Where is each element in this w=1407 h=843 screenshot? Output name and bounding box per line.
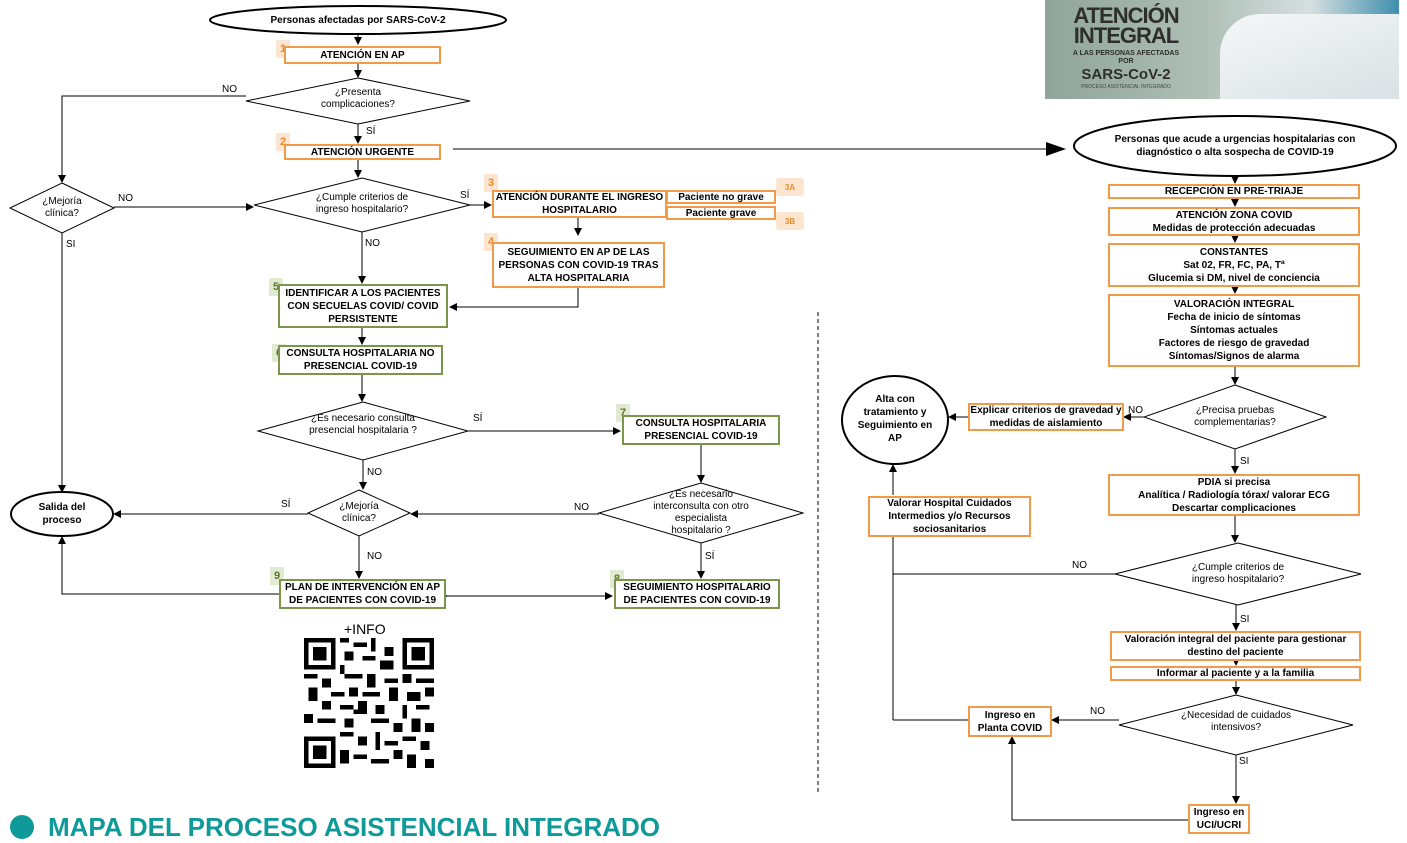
step-atencion-urgente: ATENCIÓN URGENTE (284, 144, 441, 160)
banner-line-1: ATENCIÓN (1073, 3, 1179, 28)
label-no: NO (1072, 560, 1087, 571)
more-info-label: +INFO (344, 621, 386, 637)
valoracion-alarma: Síntomas/Signos de alarma (1168, 351, 1300, 362)
decision-mejoria-clinica-1: ¿Mejoría clínica? (42, 196, 82, 219)
tag-3b: 3B (776, 212, 804, 230)
step-ingreso-hospitalario: ATENCIÓN DURANTE EL INGRESO HOSPITALARIO (492, 190, 667, 218)
decision-pruebas-complementarias: ¿Precisa pruebas complementarias? (1194, 405, 1276, 428)
label-no: NO (222, 84, 237, 95)
step-valorar-cuidados-intermedios: Valorar Hospital Cuidados Intermedios y/… (868, 496, 1031, 537)
label-no: NO (1090, 706, 1105, 717)
step-explicar-criterios: Explicar criterios de gravedad y medidas… (968, 403, 1124, 431)
decision-cuidados-intensivos: ¿Necesidad de cuidados intensivos? (1180, 710, 1292, 733)
step-consulta-no-presencial: CONSULTA HOSPITALARIA NO PRESENCIAL COVI… (278, 345, 443, 375)
end-salida-proceso: Salida del proceso (38, 502, 86, 526)
constantes-title: CONSTANTES (1199, 246, 1269, 258)
label-si: SI (1239, 756, 1249, 767)
step-paciente-grave: Paciente grave (666, 206, 776, 220)
step-seguimiento-ap: SEGUIMIENTO EN AP DE LAS PERSONAS CON CO… (492, 242, 665, 288)
valoracion-factores: Factores de riesgo de gravedad (1158, 338, 1310, 349)
step-consulta-presencial: CONSULTA HOSPITALARIA PRESENCIAL COVID-1… (622, 415, 780, 445)
step-identificar-secuelas: IDENTIFICAR A LOS PACIENTES CON SECUELAS… (278, 284, 448, 328)
decision-interconsulta: ¿Es necesario interconsulta con otro esp… (653, 489, 749, 536)
constantes-vitals: Sat 02, FR, FC, PA, Tª (1183, 259, 1285, 271)
step-pdia: PDIA si precisa Analítica / Radiología t… (1108, 474, 1360, 516)
banner-process: PROCESO ASISTENCIAL INTEGRADO (1081, 84, 1171, 90)
start-oval-left: Personas afectadas por SARS-CoV-2 (270, 14, 446, 26)
label-si: SÍ (473, 413, 483, 424)
decision-complicaciones: ¿Presenta complicaciones? (321, 87, 395, 110)
label-no: NO (574, 502, 589, 513)
label-si: SI (1240, 614, 1250, 625)
step-informar-familia: Informar al paciente y a la familia (1110, 666, 1361, 681)
label-no: NO (367, 551, 382, 562)
banner-subtitle: A LAS PERSONAS AFECTADAS POR (1072, 50, 1180, 65)
banner-mask-image (1220, 14, 1399, 99)
step-recepcion-pretriaje: RECEPCIÓN EN PRE-TRIAJE (1108, 184, 1360, 199)
step-paciente-no-grave: Paciente no grave (666, 190, 776, 204)
step-atencion-ap: ATENCIÓN EN AP (284, 46, 441, 64)
step-seguimiento-hospitalario: SEGUIMIENTO HOSPITALARIO DE PACIENTES CO… (614, 579, 780, 609)
label-no: NO (365, 238, 380, 249)
step-zona-covid: ATENCIÓN ZONA COVID Medidas de protecció… (1108, 207, 1360, 236)
step-plan-intervencion-ap: PLAN DE INTERVENCIÓN EN AP DE PACIENTES … (279, 579, 446, 609)
decision-mejoria-clinica-2: ¿Mejoría clínica? (339, 501, 379, 524)
label-si: SI (1240, 456, 1250, 467)
label-si: SI (66, 239, 76, 250)
label-no: NO (367, 467, 382, 478)
pdia-complicaciones: Descartar complicaciones (1172, 502, 1296, 514)
step-ingreso-planta-covid: Ingreso en Planta COVID (968, 706, 1052, 737)
tag-3a: 3A (776, 178, 804, 196)
end-alta-seguimiento-ap: Alta con tratamiento y Seguimiento en AP (857, 394, 933, 444)
valoracion-sintomas: Síntomas actuales (1190, 325, 1278, 336)
step-constantes: CONSTANTES Sat 02, FR, FC, PA, Tª Glucem… (1108, 243, 1360, 287)
footer-title: MAPA DEL PROCESO ASISTENCIAL INTEGRADO (10, 812, 660, 843)
constantes-glucemia: Glucemia si DM, nivel de conciencia (1148, 272, 1320, 284)
decision-criterios-ingreso-right: ¿Cumple criterios de ingreso hospitalari… (1191, 562, 1285, 585)
footer-text: MAPA DEL PROCESO ASISTENCIAL INTEGRADO (48, 812, 661, 842)
decision-criterios-ingreso: ¿Cumple criterios de ingreso hospitalari… (315, 192, 409, 215)
pdia-pruebas: Analítica / Radiología tórax/ valorar EC… (1138, 489, 1330, 501)
label-si: SÍ (460, 190, 470, 201)
decision-consulta-presencial: ¿Es necesario consulta presencial hospit… (309, 413, 417, 436)
label-no: NO (1128, 405, 1143, 416)
label-si: SÍ (281, 499, 291, 510)
label-si: SÍ (366, 126, 376, 137)
start-oval-right: Personas que acude a urgencias hospitala… (1114, 134, 1356, 158)
banner-sars: SARS-CoV-2 (1081, 66, 1171, 83)
step-valoracion-destino: Valoración integral del paciente para ge… (1110, 631, 1361, 661)
step-valoracion-integral: VALORACIÓN INTEGRAL Fecha de inicio de s… (1108, 294, 1360, 367)
pdia-title: PDIA si precisa (1197, 476, 1271, 488)
step-ingreso-uci: Ingreso en UCI/UCRI (1188, 804, 1250, 834)
zona-covid-title: ATENCIÓN ZONA COVID (1175, 209, 1293, 221)
valoracion-fecha: Fecha de inicio de síntomas (1167, 312, 1301, 323)
valoracion-title: VALORACIÓN INTEGRAL (1173, 299, 1295, 310)
virus-icon (10, 815, 34, 839)
qr-code[interactable] (304, 637, 434, 769)
banner-line-2: INTEGRAL (1073, 23, 1179, 48)
label-si: SÍ (705, 551, 715, 562)
step-number-3: 3 (484, 174, 498, 192)
zona-covid-detail: Medidas de protección adecuadas (1152, 222, 1316, 234)
label-no: NO (118, 193, 133, 204)
